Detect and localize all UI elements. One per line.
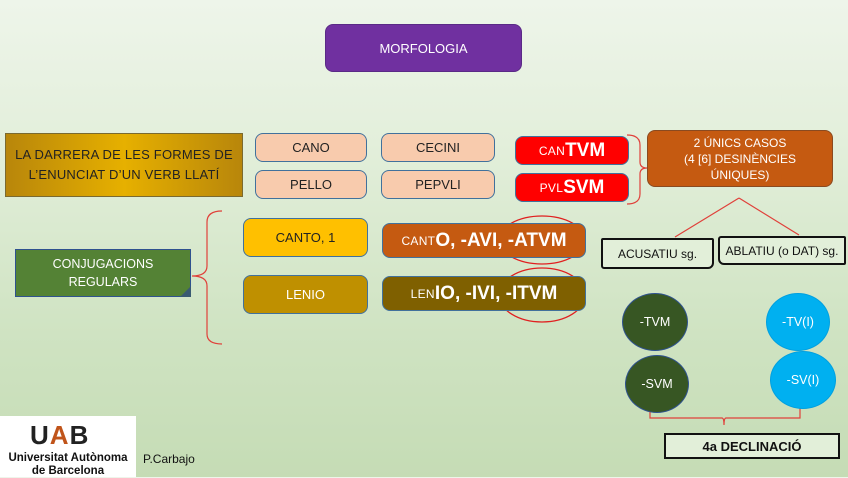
verb-canto-text: CANTO, 1	[275, 230, 336, 245]
example-pepvli: PEPVLI	[381, 170, 495, 199]
supine-cantvm-ending: TVM	[565, 139, 606, 161]
cases-line2: (4 [6] DESINÈNCIES	[683, 151, 797, 166]
example-cano: CANO	[255, 133, 367, 162]
ending-tvm-circle: -TVM	[622, 293, 688, 351]
ablative-box: ABLATIU (o DAT) sg.	[718, 236, 846, 265]
conjugations-line2: REGULARS	[68, 275, 138, 289]
verb-lenio: LENIO	[243, 275, 368, 314]
conjugations-label-box: CONJUGACIONS REGULARS	[15, 249, 191, 297]
line-to-accusative	[674, 197, 740, 238]
supine-cantvm-stem: CAN	[538, 143, 566, 158]
ablative-text: ABLATIU (o DAT) sg.	[725, 243, 839, 258]
declension-box: 4a DECLINACIÓ	[664, 433, 840, 459]
supine-pvlsvm-stem: PVL	[539, 180, 564, 195]
ending-tvi-text: -TV(I)	[782, 315, 814, 329]
lenio-forms-stem: LEN	[410, 286, 435, 301]
logo-u: U	[30, 420, 50, 450]
lenio-forms-endings: IO, -IVI, -ITVM	[434, 282, 558, 304]
intro-line1: LA DARRERA DE LES FORMES DE	[15, 147, 233, 162]
verb-canto: CANTO, 1	[243, 218, 368, 257]
intro-box: LA DARRERA DE LES FORMES DE L’ENUNCIAT D…	[5, 133, 243, 197]
uab-logo: UAB Universitat Autònoma de Barcelona	[0, 416, 136, 477]
uab-name: Universitat Autònoma de Barcelona	[0, 452, 136, 478]
ending-svm-text: -SVM	[641, 377, 673, 391]
uab-name-line1: Universitat Autònoma	[8, 452, 128, 464]
ending-tvi-circle: -TV(I)	[766, 293, 830, 351]
accusative-text: ACUSATIU sg.	[617, 246, 698, 261]
folded-corner	[180, 286, 191, 297]
uab-name-line2: de Barcelona	[31, 465, 105, 477]
logo-b: B	[69, 420, 90, 450]
title-box: MORFOLOGIA	[325, 24, 522, 72]
ending-tvm-text: -TVM	[639, 315, 671, 329]
brace-conjugations	[191, 210, 223, 345]
example-cecini-text: CECINI	[415, 140, 461, 155]
uab-logo-mark: UAB	[30, 420, 89, 451]
declension-text: 4a DECLINACIÓ	[702, 438, 802, 454]
ending-svi-circle: -SV(I)	[770, 351, 836, 409]
ending-svi-text: -SV(I)	[786, 373, 820, 387]
canto-forms-stem: CANT	[401, 233, 436, 248]
brace-supines	[626, 134, 648, 205]
cases-line1: 2 ÚNICS CASOS	[693, 135, 787, 150]
logo-a: A	[49, 420, 70, 450]
example-cecini: CECINI	[381, 133, 495, 162]
intro-line2: L’ENUNCIAT D’UN VERB LLATÍ	[28, 167, 220, 182]
example-pepvli-text: PEPVLI	[415, 177, 461, 192]
canto-forms-endings: O, -AVI, -ATVM	[435, 229, 567, 251]
cases-line3: ÚNIQUES)	[710, 167, 770, 182]
example-pello: PELLO	[255, 170, 367, 199]
example-cano-text: CANO	[292, 140, 330, 155]
accusative-box: ACUSATIU sg.	[601, 238, 714, 269]
supine-pvlsvm-ending: SVM	[563, 176, 605, 198]
conjugations-line1: CONJUGACIONS	[52, 257, 154, 271]
verb-lenio-text: LENIO	[285, 287, 325, 302]
brace-declension	[649, 408, 801, 426]
author-credit: P.Carbajo	[143, 452, 195, 466]
cases-box: 2 ÚNICS CASOS (4 [6] DESINÈNCIES ÚNIQUES…	[647, 130, 833, 187]
ending-svm-circle: -SVM	[625, 355, 689, 413]
title-text: MORFOLOGIA	[379, 40, 468, 56]
line-to-ablative	[738, 197, 800, 236]
example-pello-text: PELLO	[290, 177, 332, 192]
